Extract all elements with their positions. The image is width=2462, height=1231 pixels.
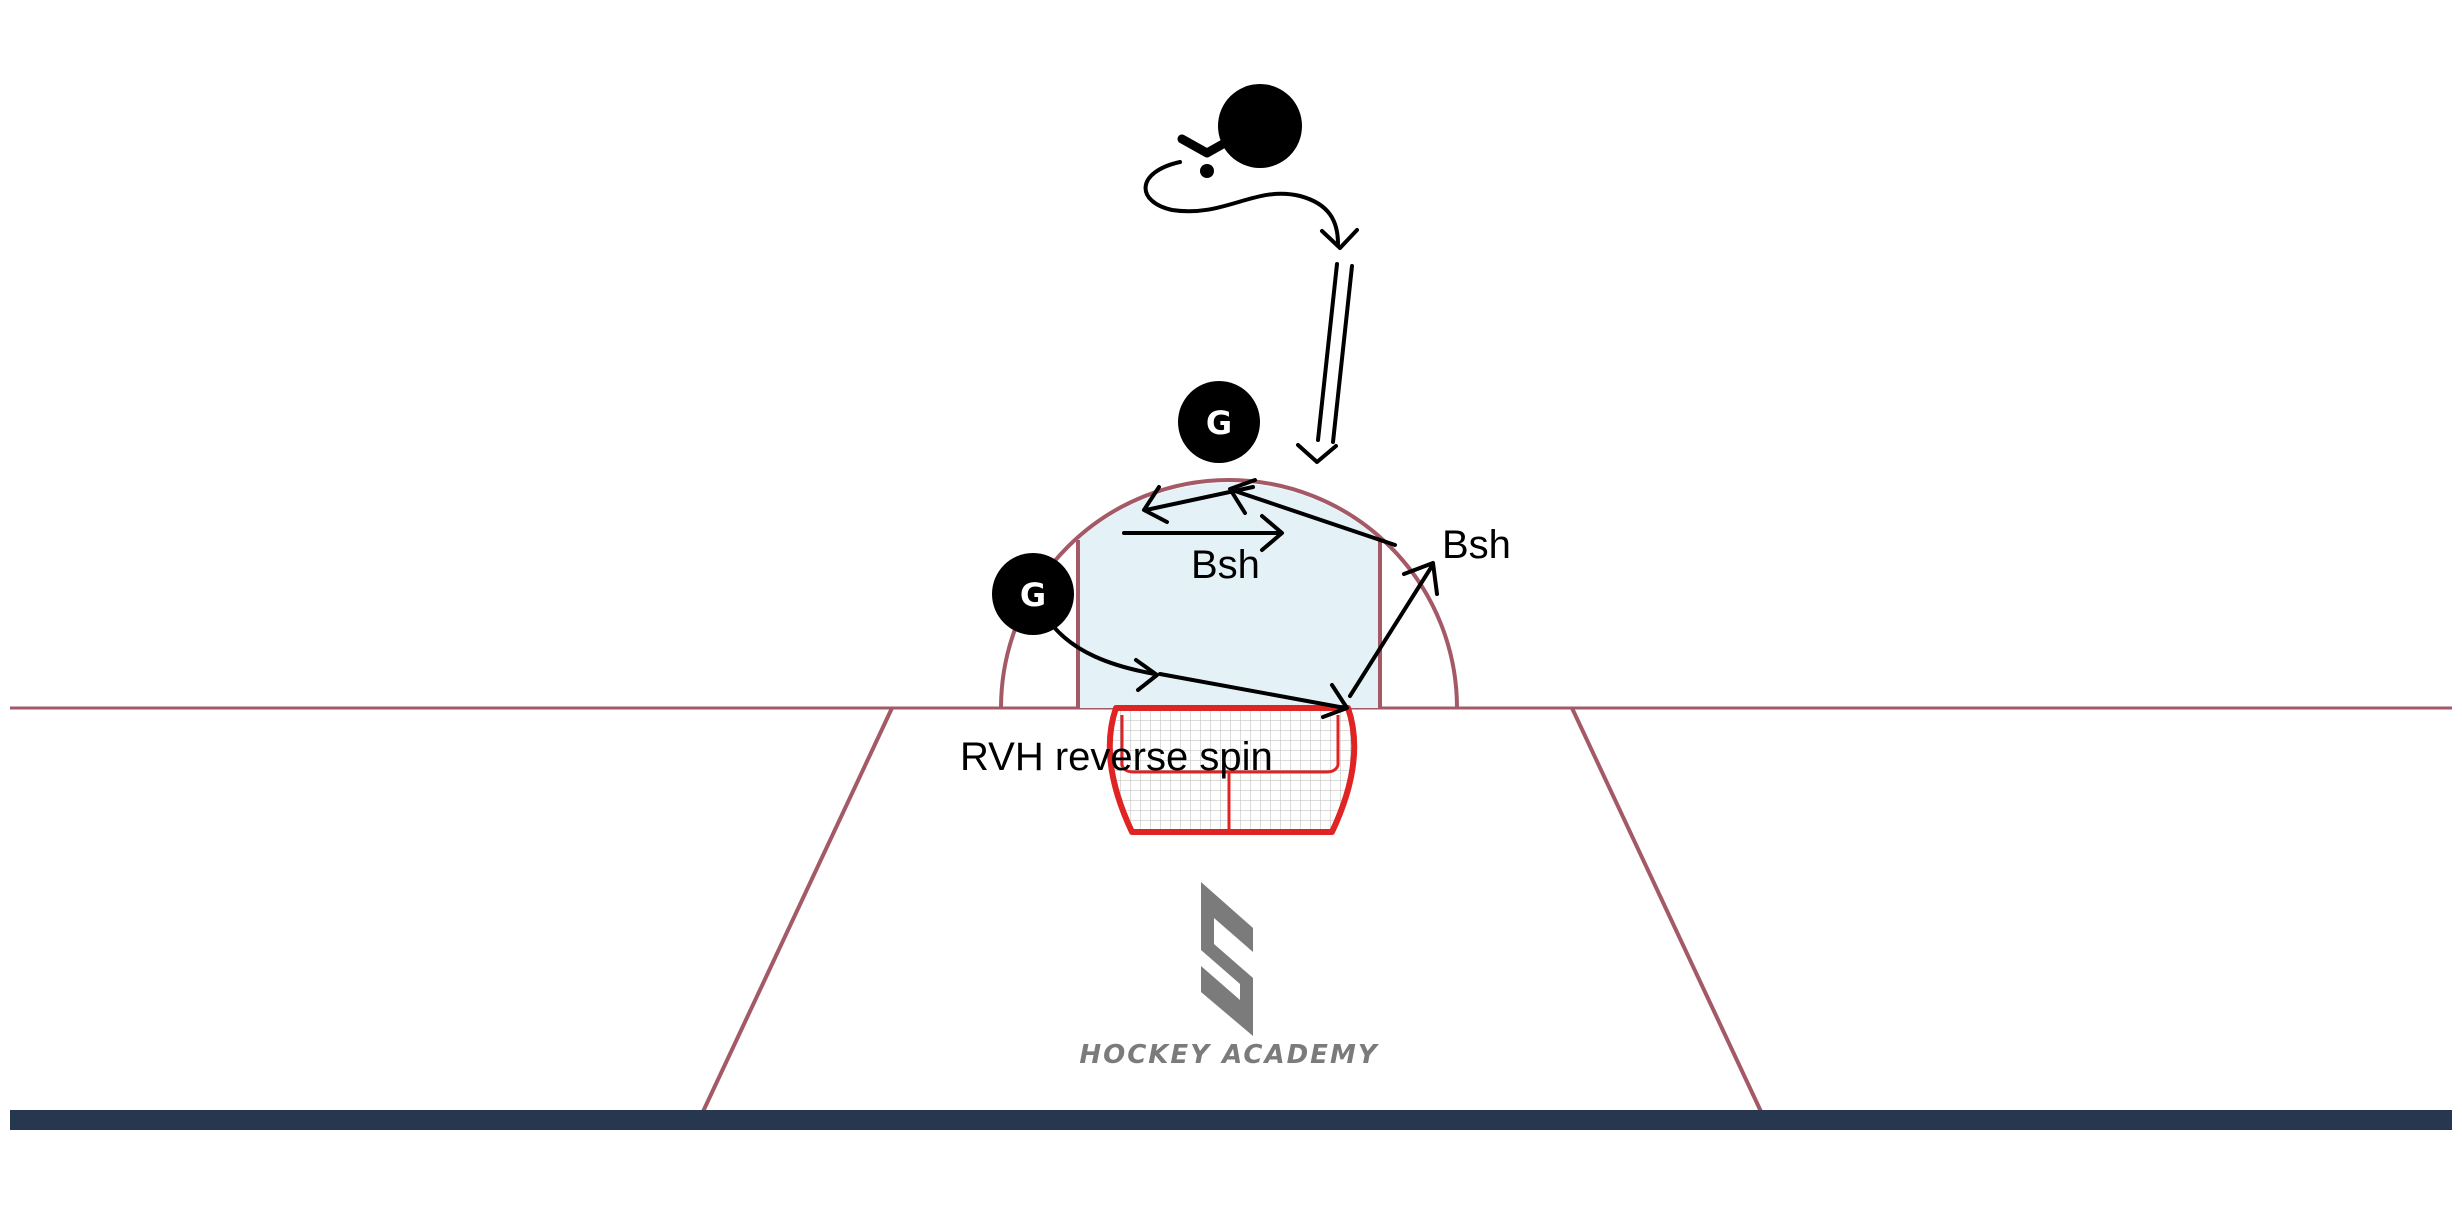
run-to-top-arrowhead-icon <box>1228 478 1257 515</box>
left-side-line <box>698 707 894 1119</box>
movement-arrows <box>1051 478 1439 719</box>
backhand-sweep-arrowhead-icon <box>1260 514 1284 552</box>
coach-player-icon <box>1218 84 1302 168</box>
right-side-line <box>1570 707 1766 1119</box>
label-bsh-right: Bsh <box>1442 523 1511 567</box>
run-to-post <box>1158 672 1347 710</box>
goalkeeper-icon <box>1178 381 1260 463</box>
dribble-arrowhead-icon <box>1320 228 1359 250</box>
goalkeeper-icon <box>992 553 1074 635</box>
diagonal-arrowhead-icon <box>1402 561 1439 596</box>
run-to-top <box>1230 488 1397 547</box>
hockey-stick-icon <box>1177 134 1235 158</box>
run-curve <box>1051 624 1157 676</box>
goalkeeper-top-label: G <box>1206 404 1232 442</box>
logo-text: HOCKEY ACADEMY <box>1079 1040 1379 1070</box>
goalkeeper-top: G <box>1178 381 1260 463</box>
hockey-academy-logo-icon <box>1201 882 1253 1036</box>
goal-net <box>1106 705 1358 835</box>
diagonal-run <box>1348 564 1434 698</box>
backline <box>10 1110 2452 1130</box>
pass-arrow <box>1296 262 1354 464</box>
run-curve-arrowhead-icon <box>1134 658 1159 692</box>
goal <box>1106 705 1358 835</box>
ball-icon <box>1200 164 1214 178</box>
goalkeeper-left-label: G <box>1020 576 1046 614</box>
pass-arrowhead-icon <box>1296 443 1338 464</box>
run-to-post-arrowhead-icon <box>1321 683 1349 719</box>
run-left <box>1144 485 1255 512</box>
crease-area <box>1078 482 1380 708</box>
field-markings <box>10 478 2452 1130</box>
run-left-arrowhead-icon <box>1142 485 1169 524</box>
goalkeeper-left: G <box>992 553 1074 635</box>
dribble-path <box>1143 160 1359 250</box>
coach-player <box>1177 84 1302 178</box>
label-rvh-reverse-spin: RVH reverse spin <box>960 735 1273 779</box>
label-bsh-center: Bsh <box>1191 543 1260 587</box>
hockey-academy-logo: HOCKEY ACADEMY <box>1079 882 1379 1070</box>
